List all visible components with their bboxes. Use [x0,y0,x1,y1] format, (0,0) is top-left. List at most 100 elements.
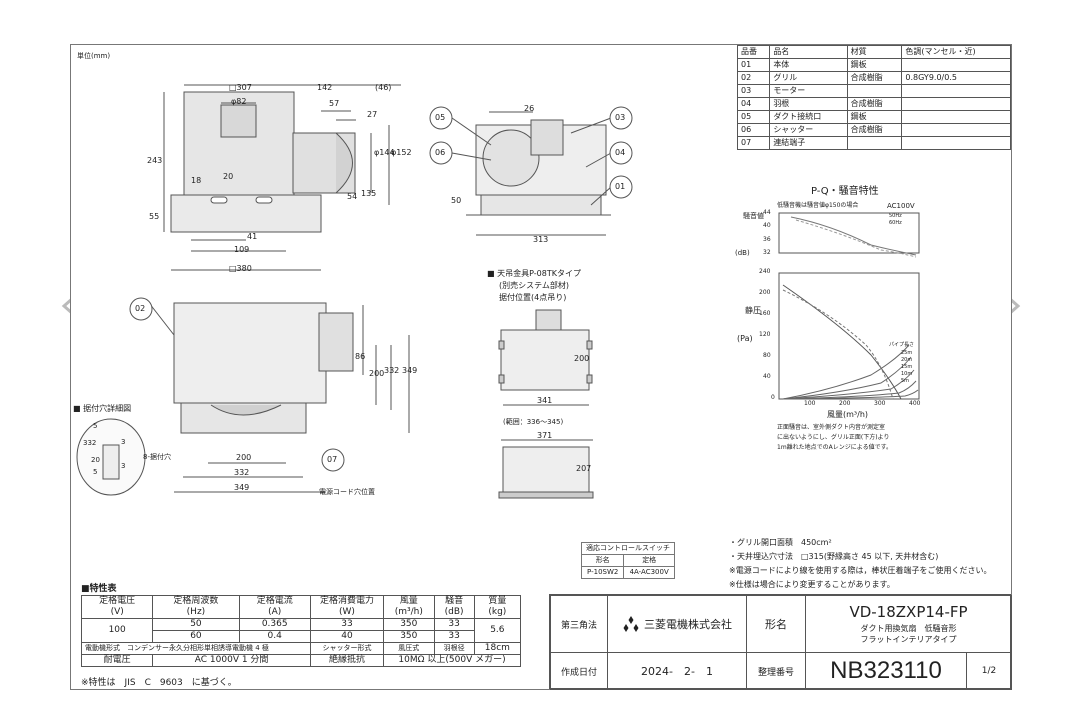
spec-header: 質量 (kg) [473,595,522,619]
hanger-dim-207: 207 [576,464,592,473]
parts-header: 色調(マンセル・近) [901,45,1011,59]
mount-dim-5b: 5 [93,468,98,476]
spec-cell: 33 [433,630,475,643]
pq-pipe-label: パイプ長さ [889,342,915,348]
pq-note-top: 低騒音機は騒音値φ150の場合 [777,202,859,209]
table-cell [901,97,1011,111]
table-cell: 合成樹脂 [846,71,903,85]
spec-withstand: 耐電圧 [80,654,154,667]
dim-313: 313 [533,235,549,244]
pq-pressure-unit: (Pa) [737,334,753,343]
company-cell: 三菱電機株式会社 [607,595,747,653]
dim-18: 18 [191,176,202,185]
spec-cell: 0.365 [238,618,311,631]
table-cell: 02 [736,71,771,85]
pq-noise-tick: 44 [763,209,771,216]
dim-109: 109 [234,245,250,254]
table-cell: ダクト接続口 [769,110,848,124]
spec-shutter-val: 風圧式 [383,642,435,655]
dim-349-v: 349 [402,366,418,375]
spec-cell: 350 [383,630,435,643]
pq-note-2: に出ないようにし、グリル正面(下方)より [777,434,890,441]
hanger-sub2: 据付位置(4点吊り) [499,293,567,302]
dim-86: 86 [355,352,366,361]
technical-drawing [76,84,920,499]
callout-04: 04 [615,148,626,157]
pq-pressure-tick: 80 [763,352,771,359]
spec-header: 定格消費電力 (W) [309,595,385,619]
note-line: ※電源コードにより線を使用する際は，棒状圧着端子をご使用ください。 [729,566,992,575]
pq-pressure-tick: 40 [763,373,771,380]
dim-57: 57 [329,99,340,108]
spec-cell: 33 [433,618,475,631]
title-block: 第三角法 三菱電機株式会社 形名 VD-18ZXP14-FP ダクト用換気扇 低… [549,594,1012,690]
hanger-title: ■ 天吊金具P-08TKタイプ [487,269,581,278]
control-title: 適応コントロールスイッチ [581,542,675,555]
dim-27: 27 [367,110,378,119]
parts-header: 品名 [769,45,848,59]
table-cell: 合成樹脂 [846,123,903,137]
dim-200-v: 200 [369,369,385,378]
table-cell: 07 [736,136,771,150]
drawing-sheet: 単位(mm) [70,44,1012,690]
notes-block: ・グリル開口面積 450cm² ・天井埋込穴寸法 □315(野縁高さ 45 以下… [729,536,992,592]
dim-142: 142 [317,83,333,92]
table-cell: 本体 [769,58,848,72]
dim-332-v: 332 [384,366,400,375]
table-cell [901,136,1011,150]
pq-x-tick: 300 [874,400,886,407]
control-h1: 形名 [580,554,625,567]
spec-header: 風量 (m³/h) [383,595,435,619]
table-cell: 04 [736,97,771,111]
dim-41: 41 [247,232,258,241]
spec-insul: 絶縁抵抗 [309,654,385,667]
table-cell: 06 [736,123,771,137]
table-cell: 0.8GY9.0/0.5 [901,71,1011,85]
model-desc-1: ダクト用換気扇 低騒音形 [860,624,957,633]
hanger-sub1: (別売システム部材) [499,281,570,290]
spec-withstand-val: AC 1000V 1 分間 [152,654,311,667]
dim-307: □307 [229,83,252,92]
dim-349-h: 349 [234,483,250,492]
dim-152: φ152 [391,148,412,157]
spec-shutter: シャッター形式 [309,642,385,655]
pq-noise-tick: 40 [763,222,771,229]
date-label: 作成日付 [550,652,608,690]
pq-note-1: 正面騒音は、室外側ダクト内音が測定室 [777,424,886,431]
mount-dim-332: 332 [83,439,97,447]
pq-x-tick: 100 [804,400,816,407]
note-line: ※仕様は場合により変更することがあります。 [729,580,895,589]
mount-hole-label: 8-据付穴 [143,453,171,461]
dim-55: 55 [149,212,160,221]
control-h2: 定格 [623,554,675,567]
dim-26: 26 [524,104,535,113]
pq-pipe-20: 20m [901,357,913,363]
pq-x-tick: 400 [909,400,921,407]
dim-243: 243 [147,156,163,165]
pq-legend-50: 50Hz [889,213,902,219]
pq-pressure-tick: 200 [759,289,771,296]
table-cell: 01 [736,58,771,72]
spec-cell: 0.4 [238,630,311,643]
spec-header: 定格電圧 (V) [80,595,154,619]
model-cell: VD-18ZXP14-FP ダクト用換気扇 低騒音形 フラットインテリアタイプ [805,595,1012,653]
spec-footnote: ※特性は JIS C 9603 に基づく。 [81,678,237,688]
hanger-dim-341: 341 [537,396,553,405]
pq-noise-unit: (dB) [735,249,750,257]
company-name: 三菱電機株式会社 [644,618,732,631]
pq-noise-tick: 36 [763,236,771,243]
callout-03: 03 [615,113,626,122]
model-label: 形名 [746,595,806,653]
spec-blade-val: 18cm [473,642,522,655]
table-cell [846,136,903,150]
table-cell [901,58,1011,72]
mitsubishi-logo-icon [623,616,639,632]
hanger-range: (範囲：336～345) [503,418,564,426]
model-desc-2: フラットインテリアタイプ [860,635,957,644]
pq-pipe-10: 10m [901,371,913,377]
